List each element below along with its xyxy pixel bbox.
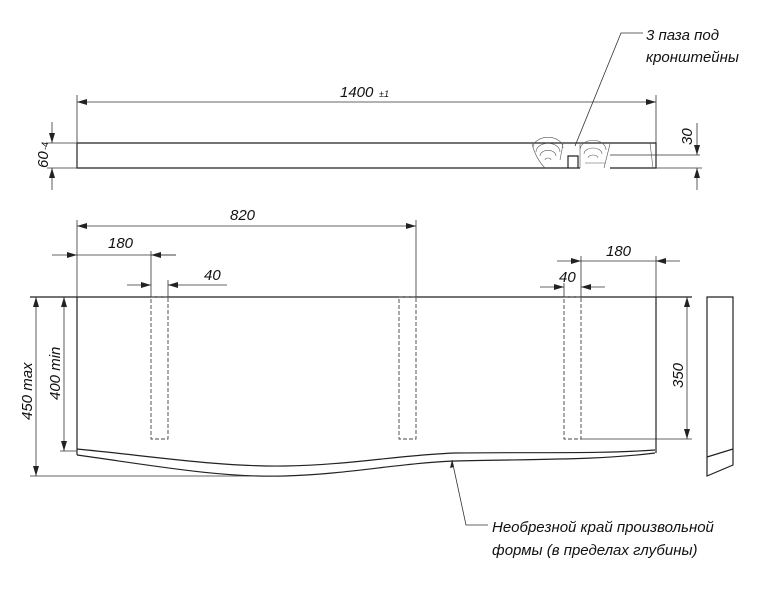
- max-depth-dimension: 450 max: [19, 362, 36, 420]
- middle-slot-offset-dimension: 820: [230, 207, 256, 224]
- left-slot: [150, 296, 169, 440]
- grooves-leader: [574, 32, 643, 147]
- right-slot: [563, 296, 582, 440]
- groove: [567, 155, 579, 168]
- right-slot-width-dimension: 40: [559, 269, 576, 286]
- thickness-tolerance: -4: [40, 142, 50, 150]
- uncut-edge-outer: [76, 452, 656, 477]
- length-dimension: 1400: [340, 84, 374, 101]
- edge-leader: [451, 459, 488, 526]
- edge-note-line1: Необрезной край произвольной: [492, 519, 715, 536]
- length-tolerance: ±1: [379, 89, 389, 99]
- wood-grain-section: [531, 137, 654, 169]
- uncut-edge-inner: [76, 448, 656, 467]
- grooves-note-line1: 3 паза под: [646, 27, 719, 44]
- grooves-note-line2: кронштейны: [646, 49, 739, 66]
- thickness-dimension: 60: [35, 151, 52, 168]
- right-slot-offset-dimension: 180: [606, 243, 632, 260]
- front-view: 1400 ±1 60 -4 30 3 паза под кронштейны: [35, 27, 739, 190]
- edge-note-line2: формы (в пределах глубины): [492, 542, 698, 559]
- middle-slot: [398, 296, 417, 440]
- min-depth-dimension: 400 min: [47, 347, 64, 400]
- plan-view: 820 180 40 180 40 450 max 400 min: [19, 207, 734, 559]
- left-slot-offset-dimension: 180: [108, 235, 134, 252]
- left-slot-width-dimension: 40: [204, 267, 221, 284]
- groove-depth-dimension: 30: [679, 128, 696, 145]
- slot-length-dimension: 350: [670, 362, 687, 388]
- side-view: [706, 296, 734, 477]
